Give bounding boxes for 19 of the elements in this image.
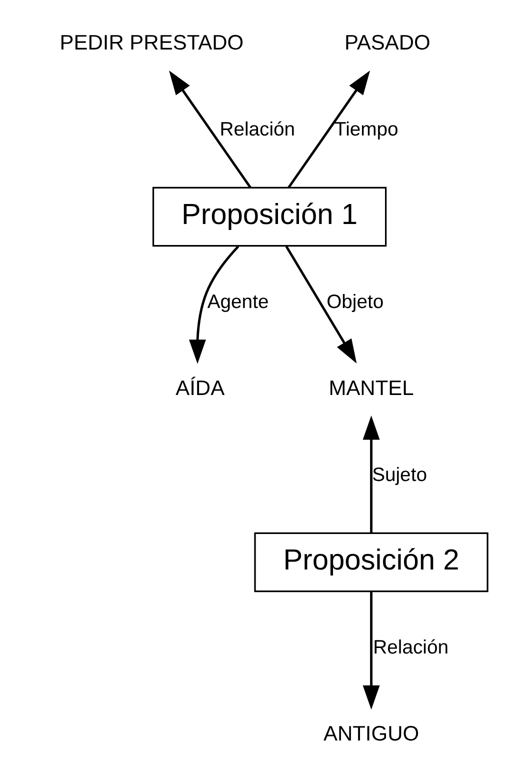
- edge-label: Relación: [220, 118, 296, 140]
- node-text: ANTIGUO: [323, 722, 420, 746]
- arrow: [362, 592, 380, 710]
- node-text: PEDIR PRESTADO: [60, 31, 244, 54]
- edge-label: Tiempo: [334, 118, 398, 140]
- node-text: AÍDA: [176, 376, 225, 400]
- arrow: [362, 415, 380, 534]
- arrow: [288, 70, 370, 188]
- edge-label: Agente: [207, 291, 269, 314]
- edge-label: Sujeto: [372, 464, 427, 486]
- edge-label: Relación: [373, 636, 449, 659]
- node-text: MANTEL: [328, 376, 414, 400]
- arrow: [169, 70, 252, 188]
- arrow: [189, 246, 240, 364]
- node-box: Proposición 2: [254, 532, 488, 592]
- node-text: PASADO: [344, 31, 430, 54]
- edge-label: Objeto: [326, 291, 384, 314]
- node-box: Proposición 1: [152, 186, 387, 247]
- arrow: [285, 246, 357, 364]
